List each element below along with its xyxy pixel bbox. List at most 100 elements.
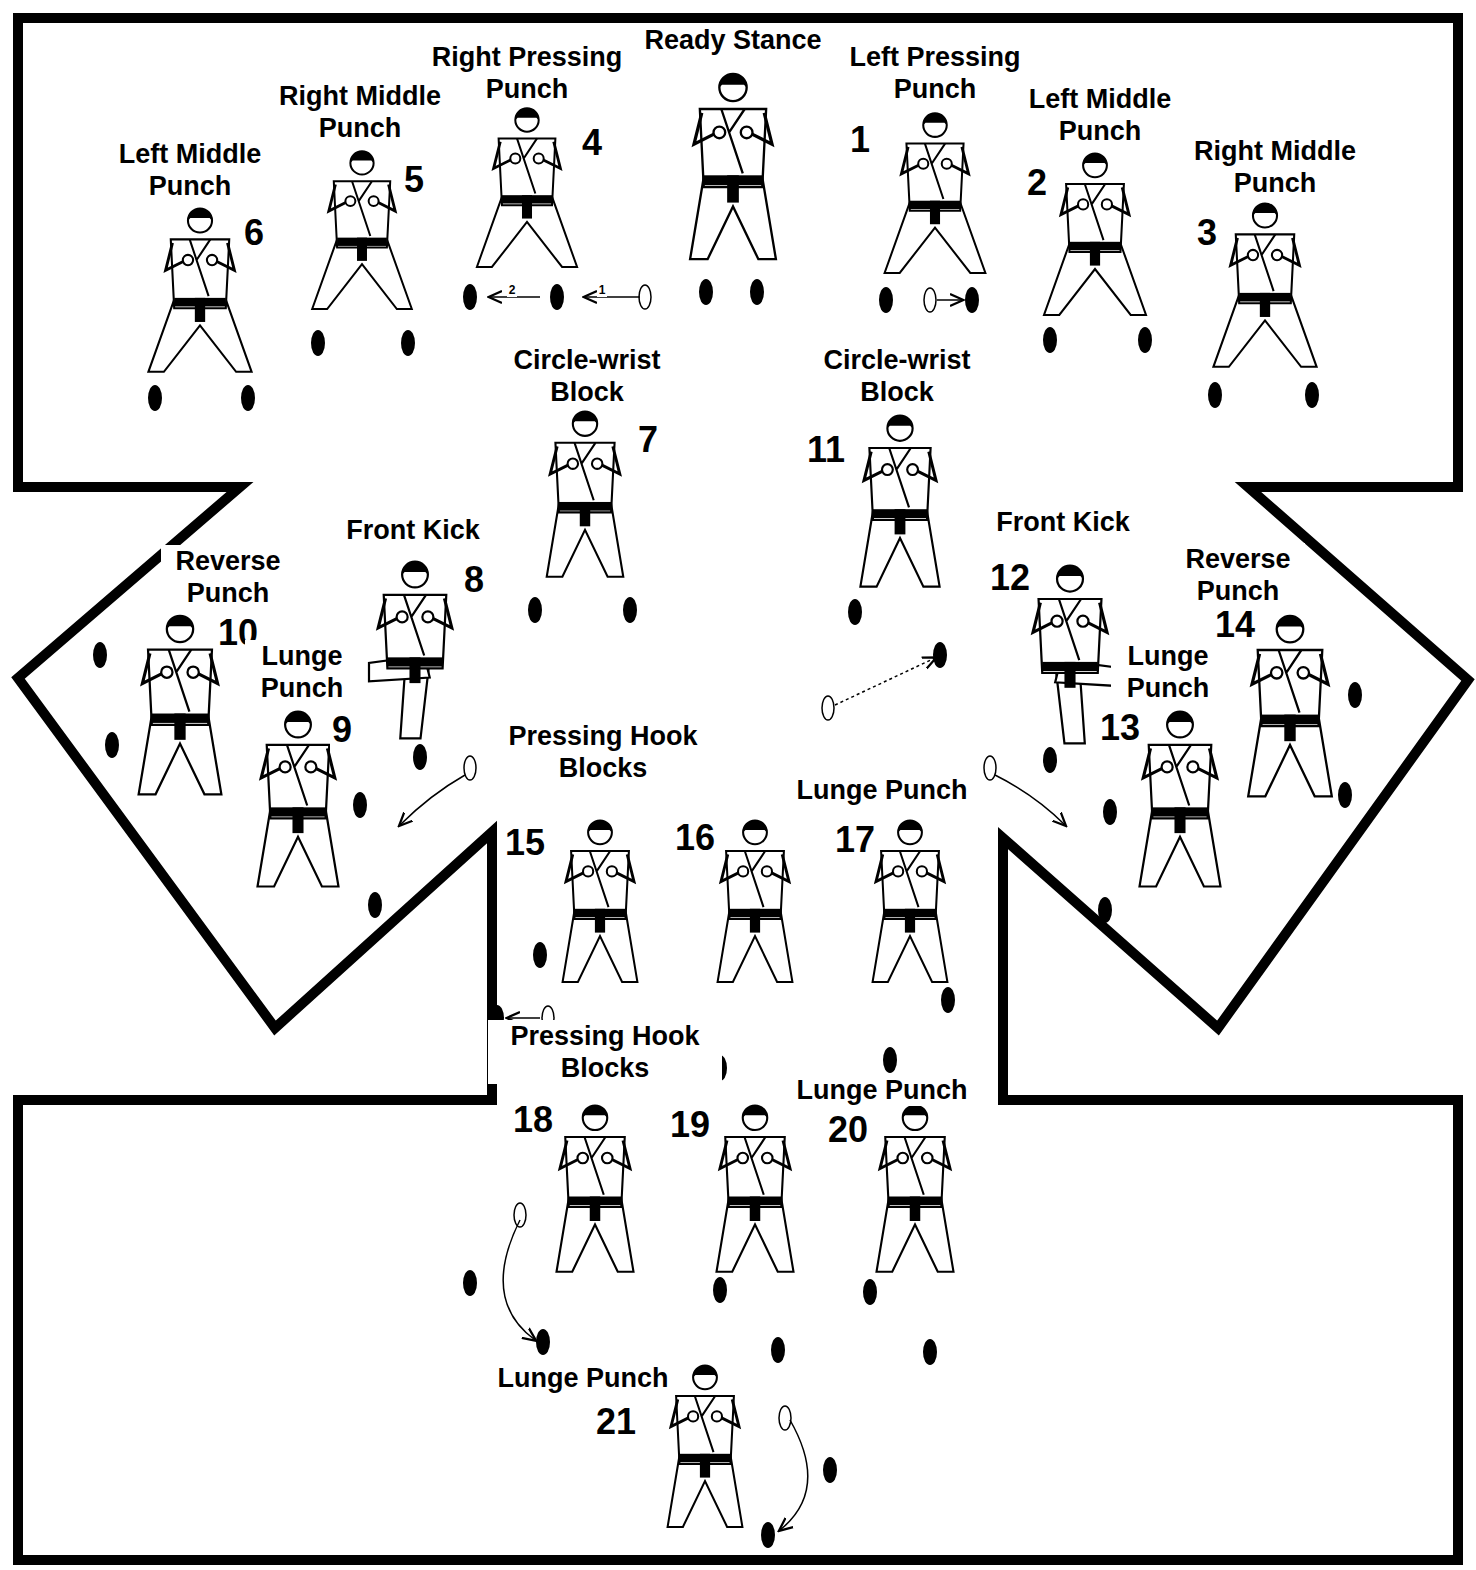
move-name: Left Middle Punch (101, 138, 280, 203)
move-name: Front Kick (344, 514, 482, 546)
figure-fist (688, 1411, 698, 1421)
figure-belt-knot (1090, 242, 1100, 266)
figure-hair (1253, 203, 1277, 215)
footprint (879, 287, 893, 313)
figure-belt-knot (580, 502, 590, 526)
figure-fist (1272, 250, 1282, 260)
footprint (863, 1279, 877, 1305)
figure-fist (183, 255, 193, 265)
step-number: 1 (848, 118, 872, 161)
figure-belt-knot (522, 195, 532, 218)
figure-head (588, 820, 612, 844)
footprint (1208, 382, 1222, 408)
figure-belt-knot (700, 1454, 710, 1478)
step-number: 20 (826, 1108, 870, 1151)
figure-lapel (695, 1396, 715, 1452)
figure-head (515, 108, 538, 131)
figure-head (167, 616, 193, 642)
figure-fist (207, 255, 217, 265)
figure-belt-knot (174, 714, 185, 740)
footprint (401, 330, 415, 356)
figure-fist (1162, 761, 1173, 772)
figure-lapel (287, 745, 309, 806)
step-number: 5 (402, 158, 426, 201)
move-name: Lunge Punch (496, 1362, 671, 1394)
figure-belt-knot (1174, 807, 1185, 833)
figure-fist (592, 458, 602, 468)
footprint (1043, 747, 1057, 773)
movement-arrow (585, 296, 640, 298)
figure-lapel (590, 851, 610, 907)
movement-arrow (400, 775, 465, 825)
figure-fist (1298, 667, 1309, 678)
footprint (771, 1337, 785, 1363)
figure-fist (369, 196, 379, 206)
figure-lapel (1255, 234, 1276, 291)
figure-fist (1271, 667, 1282, 678)
figure-belt-knot (595, 909, 605, 933)
figure-fist (762, 866, 772, 876)
footprint (536, 1329, 550, 1355)
footprint-outline (514, 1203, 526, 1227)
step-number: 21 (594, 1400, 638, 1443)
step-number: 8 (462, 558, 486, 601)
figure-jacket (148, 650, 212, 725)
footprint-outline (822, 696, 834, 720)
figure-head (743, 820, 767, 844)
step-number: 2 (507, 283, 518, 297)
figure-hair (167, 616, 193, 629)
figure-fist (1052, 616, 1063, 627)
figure-hair (350, 151, 373, 163)
figure-hair (1277, 616, 1304, 629)
figure-belt-knot (910, 1197, 921, 1222)
footprint (1103, 799, 1117, 825)
figure-belt-knot (1284, 715, 1295, 742)
footprint-outline (779, 1406, 791, 1430)
move-name: Left Pressing Punch (833, 41, 1037, 106)
figure-fist (280, 761, 291, 772)
figure-fist (942, 159, 952, 169)
footprint (528, 597, 542, 623)
figure-head (1167, 712, 1193, 738)
footprint (1043, 327, 1057, 353)
figure-belt-knot (292, 807, 303, 833)
move-name: Ready Stance (642, 24, 823, 56)
figure-lapel (169, 650, 192, 712)
figure-head (1057, 566, 1083, 592)
figure-lapel (190, 239, 211, 296)
figure-head (898, 820, 922, 844)
figure-head (573, 411, 597, 435)
figure-head (693, 1365, 717, 1389)
figure-fist (712, 1411, 722, 1421)
footprint (713, 1277, 727, 1303)
figure-lapel (905, 1137, 926, 1195)
figure-lapel (745, 851, 765, 907)
figure-hair (898, 820, 922, 832)
figure-fist (741, 127, 753, 139)
figure-lapel (745, 1137, 766, 1195)
move-name: Circle-wrist Block (498, 344, 677, 409)
figure-hair (693, 1365, 717, 1377)
figure-fist (305, 761, 316, 772)
figure-fist (510, 153, 520, 163)
figure-head (285, 712, 311, 738)
figure-fist (534, 153, 544, 163)
figure-fist (345, 196, 355, 206)
figure-hair (588, 820, 612, 832)
footprint (533, 942, 547, 968)
footprint (353, 792, 367, 818)
figure-head (743, 1106, 768, 1131)
figure-lapel (1169, 745, 1191, 806)
figure-belt-knot (895, 509, 906, 534)
figure-head (1277, 616, 1304, 643)
move-name: Pressing Hook Blocks (488, 1020, 722, 1085)
footprint (148, 385, 162, 411)
figure-fist (922, 1153, 933, 1164)
figure-belt-knot (727, 175, 739, 202)
step-number: 3 (1195, 211, 1219, 254)
figure-belt-knot (590, 1197, 601, 1222)
figure-fist (893, 866, 903, 876)
movement-arrow (780, 1420, 808, 1530)
figure-hair (1057, 566, 1083, 579)
